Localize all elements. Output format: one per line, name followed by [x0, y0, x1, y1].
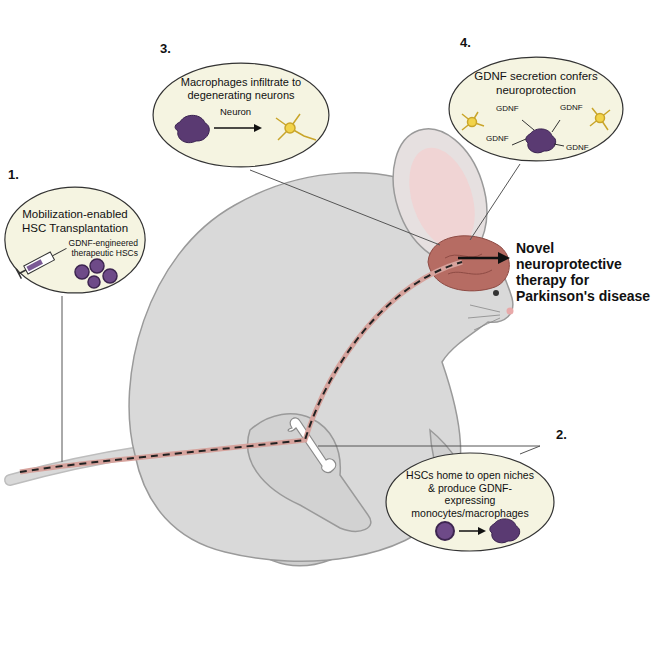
syringe-icon — [16, 244, 69, 279]
gdnf-label: GDNF — [496, 104, 519, 113]
mouse-brain — [428, 236, 509, 291]
result-text: Novel neuroprotective therapy for Parkin… — [516, 240, 660, 304]
gdnf-label: GDNF — [486, 134, 509, 143]
bubble-text: GDNF secretion confers neuroprotection — [466, 70, 606, 98]
result-arrow — [458, 257, 500, 260]
icon-arrowhead — [254, 124, 262, 132]
result-arrowhead — [498, 252, 510, 264]
hsc-icon — [436, 522, 454, 540]
macrophage-icon — [175, 115, 209, 142]
leader-line — [62, 296, 63, 462]
bubble-text: Mobilization-enabled HSC Transplantation — [18, 208, 132, 236]
callout-number: 1. — [8, 168, 19, 183]
gdnf-label: GDNF — [566, 143, 589, 152]
mouse-eye — [493, 290, 499, 296]
bubble-subtext: GDNF-engineered therapeutic HSCs — [54, 238, 138, 258]
bubble-ellipse — [153, 63, 329, 167]
gdnf-label: GDNF — [560, 103, 583, 112]
secretion-arrows — [512, 120, 564, 146]
bubble-ellipse — [386, 453, 554, 551]
hsc-cells-icon — [75, 259, 117, 288]
icon-arrowhead — [478, 527, 486, 535]
callout-bubble: Mobilization-enabled HSC Transplantation… — [4, 186, 146, 294]
bubble-ellipse — [5, 187, 145, 293]
icon-label: Neuron — [220, 107, 251, 118]
blood-vessel — [20, 262, 462, 472]
neuron-icon — [276, 114, 316, 140]
neuron-icon — [462, 112, 484, 130]
neuron-icon — [590, 108, 610, 130]
migration-path — [20, 262, 462, 472]
macrophage-icon — [526, 129, 556, 153]
icon-arrow — [214, 127, 256, 129]
leader-line — [470, 164, 520, 240]
icon-arrow — [459, 530, 480, 532]
callout-number: 2. — [556, 428, 567, 443]
macrophage-icon — [490, 519, 520, 543]
callout-number: 4. — [460, 36, 471, 51]
bubble-text: Macrophages infiltrate to degenerating n… — [174, 76, 308, 102]
bubble-text: HSCs home to open niches & produce GDNF-… — [403, 469, 537, 519]
callout-number: 3. — [160, 42, 171, 57]
callout-bubble: HSCs home to open niches & produce GDNF-… — [385, 452, 555, 552]
leader-line — [250, 170, 440, 245]
leader-line — [318, 446, 540, 454]
mouse-nose — [507, 308, 514, 315]
whiskers — [468, 305, 500, 330]
bubble-ellipse — [449, 57, 623, 161]
